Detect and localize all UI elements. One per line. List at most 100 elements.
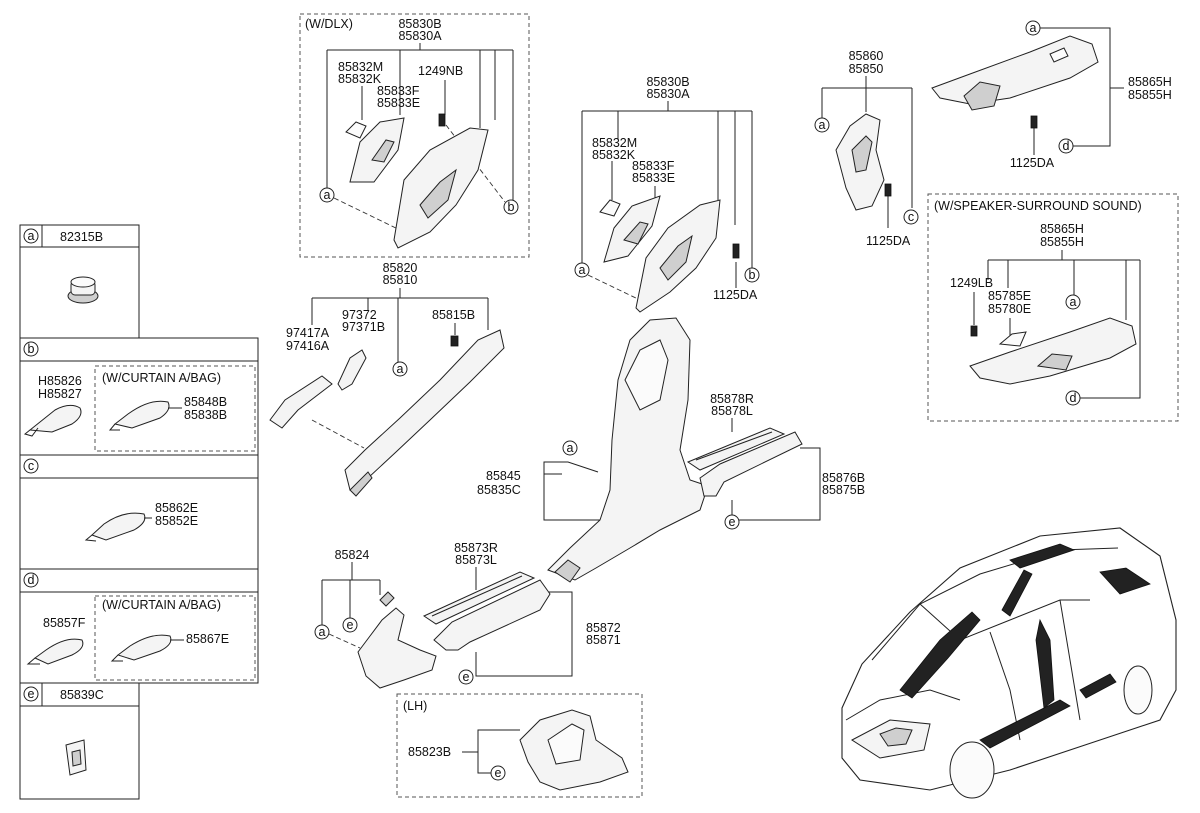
center-left-code-1: 85845 [486,469,521,483]
apillar-top-code-2: 85810 [383,273,418,287]
cpillar-callout-c: c [908,210,914,224]
legend-b-code-1: H85826 [38,374,82,388]
legend-d: d 85857F (W/CURTAIN A/BAG) 85867E [23,572,229,665]
rear-sill-trim-icon [699,431,803,497]
cpillar-top-code-1: 85860 [849,49,884,63]
cpillar-top-code-2: 85850 [849,62,884,76]
dpillar-callout-d: d [1063,139,1070,153]
kick-callout-e: e [347,618,354,632]
cpillar-trim-icon [835,113,885,211]
legend-b-variant-code-2: 85838B [184,408,227,422]
dlx-mid-code-2: 85833E [377,96,420,110]
bpillar-bolt-code: 1125DA [713,288,758,302]
legend-b-variant: (W/CURTAIN A/BAG) [102,371,221,385]
suv-illustration [841,527,1177,799]
lh-title: (LH) [403,699,427,713]
dlx-bolt-code: 1249NB [418,64,463,78]
bpillar-callout-a: a [579,263,586,277]
dlx-title: (W/DLX) [305,17,353,31]
cpillar-callout-a: a [819,118,826,132]
front-sill-top-code-1: 85873R [454,541,498,555]
speaker-callout-d: d [1070,391,1077,405]
center-callout-a: a [567,441,574,455]
dlx-clip-icon [345,121,367,139]
legend-b-variant-code-1: 85848B [184,395,227,409]
cover-85857f-icon [26,638,84,665]
dlx-bolt-icon [438,113,446,127]
rear-sill-callout-e: e [729,515,736,529]
cover-h85826-icon [23,404,82,437]
legend-b: b H85826 H85827 (W/CURTAIN A/BAG) 85848B… [23,341,227,437]
legend-letter-b: b [28,342,35,356]
speaker-trim-icon [969,317,1137,385]
legend-a: a 82315B [23,228,103,304]
legend-d-variant-code-1: 85867E [186,632,229,646]
front-sill-side-code-1: 85872 [586,621,621,635]
dlx-pillar-trim-icon [393,127,489,249]
clip-82315b-icon [67,276,99,304]
apillar-grip-b-code-1: 97372 [342,308,377,322]
dlx-upper-cover-icon [349,117,405,183]
bpillar-left-code-1: 85832M [592,136,637,150]
apillar-group: 85820 85810 97417A 97416A 97372 97371B 8… [269,261,505,497]
legend-e: e 85839C [23,686,104,776]
legend-e-code: 85839C [60,688,104,702]
speaker-grille-code-1: 85785E [988,289,1031,303]
bpillar-group: 85830B 85830A 85832M 85832K 85833F 85833… [574,75,760,313]
lh-code: 85823B [408,745,451,759]
center-left-code-2: 85835C [477,483,521,497]
lh-kick-panel-icon [519,709,629,791]
legend-d-code-1: 85857F [43,616,86,630]
apillar-grip-b-code-2: 97371B [342,320,385,334]
legend-c: c 85862E 85852E [23,458,198,542]
front-sill-callout-e: e [463,670,470,684]
apillar-top-code-1: 85820 [383,261,418,275]
speaker-title: (W/SPEAKER-SURROUND SOUND) [934,199,1142,213]
legend-c-code-1: 85862E [155,501,198,515]
front-sill-group: 85873R 85873L 85872 85871 e [422,541,621,685]
legend-letter-c: c [28,459,34,473]
cover-85848b-icon [108,400,182,431]
speaker-grille-icon [998,331,1027,347]
front-sill-trim-icon [433,579,551,651]
dlx-top-code-2: 85830A [398,29,442,43]
dpillar-trim-icon [931,35,1099,111]
cpillar-bolt-code: 1125DA [866,234,911,248]
lh-callout-e: e [495,766,502,780]
rear-sill-side-code-2: 85875B [822,483,865,497]
lh-group: (LH) 85823B e [396,693,643,798]
apillar-grip-a-code-2: 97416A [286,339,330,353]
dlx-left-code-2: 85832K [338,72,382,86]
bpillar-upper-cover-icon [603,195,661,263]
speaker-top-code-2: 85855H [1040,235,1084,249]
legend-d-variant: (W/CURTAIN A/BAG) [102,598,221,612]
kick-panel-group: 85824 a e [314,548,437,689]
front-sill-side-code-2: 85871 [586,633,621,647]
rear-sill-top-code-2: 85878L [711,404,753,418]
legend-table [19,224,259,800]
bpillar-mid-code-1: 85833F [632,159,675,173]
speaker-bolt-code: 1249LB [950,276,993,290]
legend-letter-e: e [28,687,35,701]
kick-panel-icon [357,591,437,689]
speaker-callout-a: a [1070,295,1077,309]
dlx-group: (W/DLX) 85830B 85830A 85832M 85832K 8583… [299,13,530,258]
rear-sill-group: 85878R 85878L 85876B 85875B e [686,392,865,530]
dlx-mid-code-1: 85833F [377,84,420,98]
dpillar-bolt-code: 1125DA [1010,156,1055,170]
kick-code: 85824 [335,548,370,562]
cpillar-bolt-icon [884,183,892,197]
apillar-callout-a: a [397,362,404,376]
speaker-group: (W/SPEAKER-SURROUND SOUND) 85865H 85855H… [927,193,1179,422]
legend-a-code: 82315B [60,230,103,244]
speaker-grille-code-2: 85780E [988,302,1031,316]
rear-sill-top-code-1: 85878R [710,392,754,406]
dlx-top-code-1: 85830B [398,17,441,31]
center-pillar-trim-icon [547,317,709,583]
center-pillar-group: 85845 85835C a [477,317,709,583]
dlx-callout-a: a [324,188,331,202]
legend-letter-d: d [28,573,35,587]
dpillar-side-code-1: 85865H [1128,75,1172,89]
kick-callout-a: a [319,625,326,639]
